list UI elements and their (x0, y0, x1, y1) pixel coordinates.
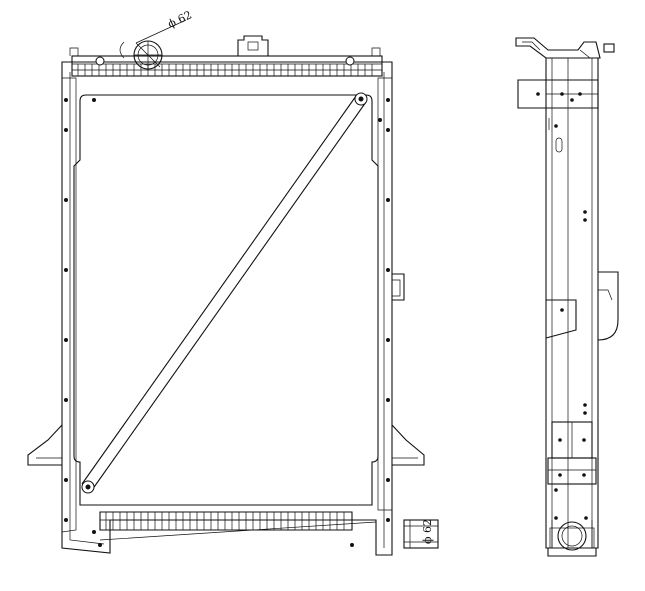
mounting-hole (583, 411, 587, 415)
mounting-hole (64, 478, 68, 482)
mounting-hole (560, 308, 564, 312)
side-top-fixing (515, 37, 601, 59)
front-outlet-pipe (403, 519, 439, 549)
left-side-channel (61, 77, 77, 533)
mounting-hole (583, 210, 587, 214)
mounting-hole (386, 98, 390, 102)
side-view (515, 37, 619, 557)
left-mount-bracket (27, 424, 63, 466)
side-frame-outline (545, 58, 599, 549)
mounting-hole (64, 398, 68, 402)
front-view: ϕ 62 ϕ 62 (27, 8, 439, 556)
mounting-hole (558, 473, 562, 477)
mounting-hole (583, 218, 587, 222)
mounting-hole (64, 338, 68, 342)
front-frame-inner (69, 72, 385, 548)
core-opening (73, 94, 379, 506)
mounting-hole (64, 98, 68, 102)
mounting-hole (554, 124, 558, 128)
mounting-hole (554, 516, 558, 520)
top-bracket (237, 35, 269, 56)
mounting-hole (558, 438, 562, 442)
filler-cap-dimension-label: ϕ 62 (166, 8, 194, 30)
top-tank (71, 55, 383, 77)
side-slot (555, 137, 563, 153)
filler-cap (119, 19, 187, 70)
side-clip-bracket (392, 273, 405, 301)
right-side-channel (377, 77, 392, 511)
side-upper-bracket (517, 79, 599, 109)
diagonal-brace (81, 92, 368, 494)
mounting-hole (536, 92, 540, 96)
front-frame-outline (61, 61, 393, 556)
mounting-hole (64, 268, 68, 272)
mounting-hole (386, 198, 390, 202)
mounting-hole (583, 403, 587, 407)
mounting-hole (386, 398, 390, 402)
mounting-hole (386, 478, 390, 482)
mounting-hole (64, 518, 68, 522)
mounting-hole (64, 198, 68, 202)
mounting-hole (554, 488, 558, 492)
side-mounting-holes (536, 92, 588, 520)
mounting-hole (560, 92, 564, 96)
side-outlet-pipe (547, 520, 597, 557)
mounting-hole (578, 92, 582, 96)
mounting-hole (584, 516, 588, 520)
mounting-hole (386, 268, 390, 272)
mounting-hole (386, 518, 390, 522)
mounting-hole (582, 473, 586, 477)
mounting-hole (570, 98, 574, 102)
mounting-hole (64, 128, 68, 132)
side-mid-bracket (597, 271, 619, 341)
front-mounting-holes (64, 98, 390, 547)
mounting-hole (98, 543, 102, 547)
outlet-dimension-label: ϕ 62 (421, 519, 434, 544)
mounting-hole (350, 543, 354, 547)
mounting-hole (386, 338, 390, 342)
mounting-hole (386, 128, 390, 132)
mounting-hole (92, 98, 96, 102)
mounting-hole (378, 118, 382, 122)
bottom-tank (99, 511, 377, 541)
mounting-hole (582, 438, 586, 442)
right-mount-bracket (391, 424, 425, 466)
mounting-hole (92, 530, 96, 534)
